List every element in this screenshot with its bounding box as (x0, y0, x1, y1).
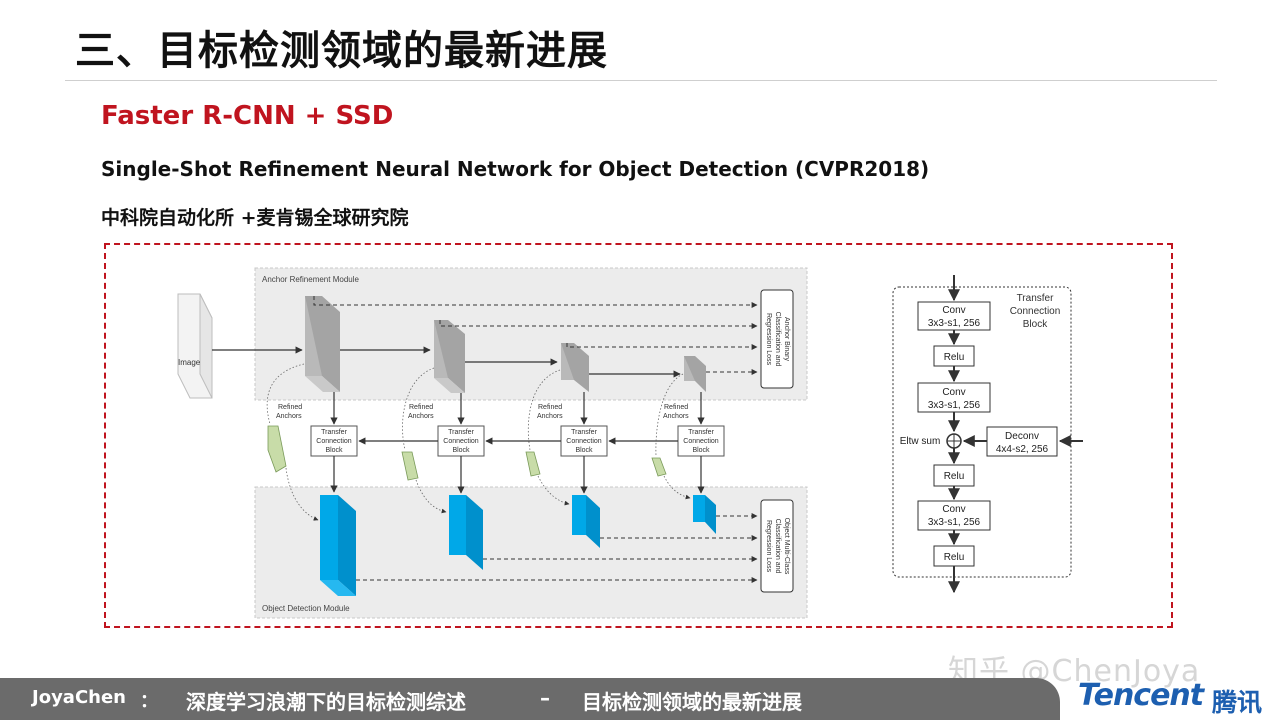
figure-frame (104, 243, 1173, 628)
arm-block-1 (305, 296, 340, 392)
arm-block-3 (561, 343, 589, 392)
arm-module-label: Anchor Refinement Module (262, 275, 359, 284)
arm-loss-line1: Anchor Binary (783, 317, 790, 361)
odm-block-1 (320, 495, 356, 596)
svg-text:Anchors: Anchors (408, 413, 434, 420)
svg-text:Transfer: Transfer (448, 429, 474, 436)
arm-block-4 (684, 356, 706, 392)
tcb-detail-title1: Transfer (1017, 293, 1055, 304)
tcb-detail-title3: Block (1023, 319, 1048, 330)
tencent-logo: Tencent (1078, 678, 1204, 713)
footer-talk-title: 深度学习浪潮下的目标检测综述 (186, 690, 466, 714)
odm-module-label: Object Detection Module (262, 604, 350, 613)
svg-text:4x4-s2, 256: 4x4-s2, 256 (996, 444, 1049, 455)
svg-text:Anchors: Anchors (663, 413, 689, 420)
arm-loss-line3: Regression Loss (765, 313, 772, 366)
footer-bar (0, 678, 1060, 720)
odm-block-4 (693, 495, 716, 534)
svg-text:Refined: Refined (409, 404, 433, 411)
arm-loss-box (760, 289, 794, 389)
svg-text:Relu: Relu (944, 552, 965, 563)
svg-text:Relu: Relu (944, 471, 965, 482)
affiliation: 中科院自动化所 +麦肯锡全球研究院 (101, 207, 409, 229)
footer-author: JoyaChen (32, 687, 126, 708)
footer-separator: ： (140, 691, 158, 712)
odm-loss-line2: Classification and (774, 519, 781, 574)
detail-relu2 (933, 464, 975, 487)
svg-text:Relu: Relu (944, 352, 965, 363)
tencent-logo-cn: 腾讯 (1212, 688, 1263, 717)
title-divider (65, 80, 1217, 81)
slide-subtitle: Faster R-CNN + SSD (101, 101, 394, 131)
refined-anchors-4 (651, 457, 667, 477)
svg-text:Refined: Refined (538, 404, 562, 411)
refined-anchors-2 (401, 451, 419, 481)
svg-text:Connection: Connection (443, 438, 479, 445)
svg-text:3x3-s1, 256: 3x3-s1, 256 (928, 400, 981, 411)
tcb-3 (560, 425, 608, 457)
svg-text:Transfer: Transfer (571, 429, 597, 436)
detail-conv1 (917, 301, 991, 331)
tcb-detail-title2: Connection (1010, 306, 1061, 317)
arm-block-2 (434, 320, 465, 393)
tcb-1 (310, 425, 358, 457)
svg-text:Connection: Connection (566, 438, 602, 445)
detail-relu3 (933, 545, 975, 567)
odm-loss-line1: Object Multi-Class (783, 518, 790, 575)
detail-conv2 (917, 382, 991, 413)
detail-conv3 (917, 500, 991, 531)
svg-text:Conv: Conv (942, 387, 965, 398)
svg-text:Block: Block (575, 447, 593, 454)
detail-relu1 (933, 345, 975, 367)
svg-text:Deconv: Deconv (1005, 431, 1039, 442)
refined-anchors-3 (525, 451, 541, 477)
paper-title: Single-Shot Refinement Neural Network fo… (101, 157, 930, 181)
svg-text:Conv: Conv (942, 305, 965, 316)
refined-anchors-1 (267, 425, 287, 473)
odm-loss-box (760, 499, 794, 593)
svg-text:Anchors: Anchors (537, 413, 563, 420)
svg-text:Refined: Refined (278, 404, 302, 411)
svg-text:Connection: Connection (316, 438, 352, 445)
detail-eltw-label: Eltw sum (900, 436, 941, 447)
arm-module-bg (254, 267, 808, 401)
svg-text:Block: Block (325, 447, 343, 454)
svg-text:Refined: Refined (664, 404, 688, 411)
svg-text:Block: Block (692, 447, 710, 454)
odm-block-3 (572, 495, 600, 548)
svg-text:Conv: Conv (942, 504, 965, 515)
footer-topic: 目标检测领域的最新进展 (582, 690, 802, 714)
image-label: Image (178, 358, 201, 367)
slide-title: 三、目标检测领域的最新进展 (75, 28, 608, 74)
odm-block-2 (449, 495, 483, 570)
footer-dash: – (540, 686, 550, 710)
odm-loss-line3: Regression Loss (765, 520, 772, 573)
svg-text:Connection: Connection (683, 438, 719, 445)
detail-deconv (986, 426, 1058, 457)
svg-text:Anchors: Anchors (276, 413, 302, 420)
svg-text:Block: Block (452, 447, 470, 454)
svg-text:3x3-s1, 256: 3x3-s1, 256 (928, 517, 981, 528)
arm-loss-line2: Classification and (774, 312, 781, 367)
svg-text:Transfer: Transfer (688, 429, 714, 436)
svg-text:3x3-s1, 256: 3x3-s1, 256 (928, 318, 981, 329)
svg-text:Transfer: Transfer (321, 429, 347, 436)
